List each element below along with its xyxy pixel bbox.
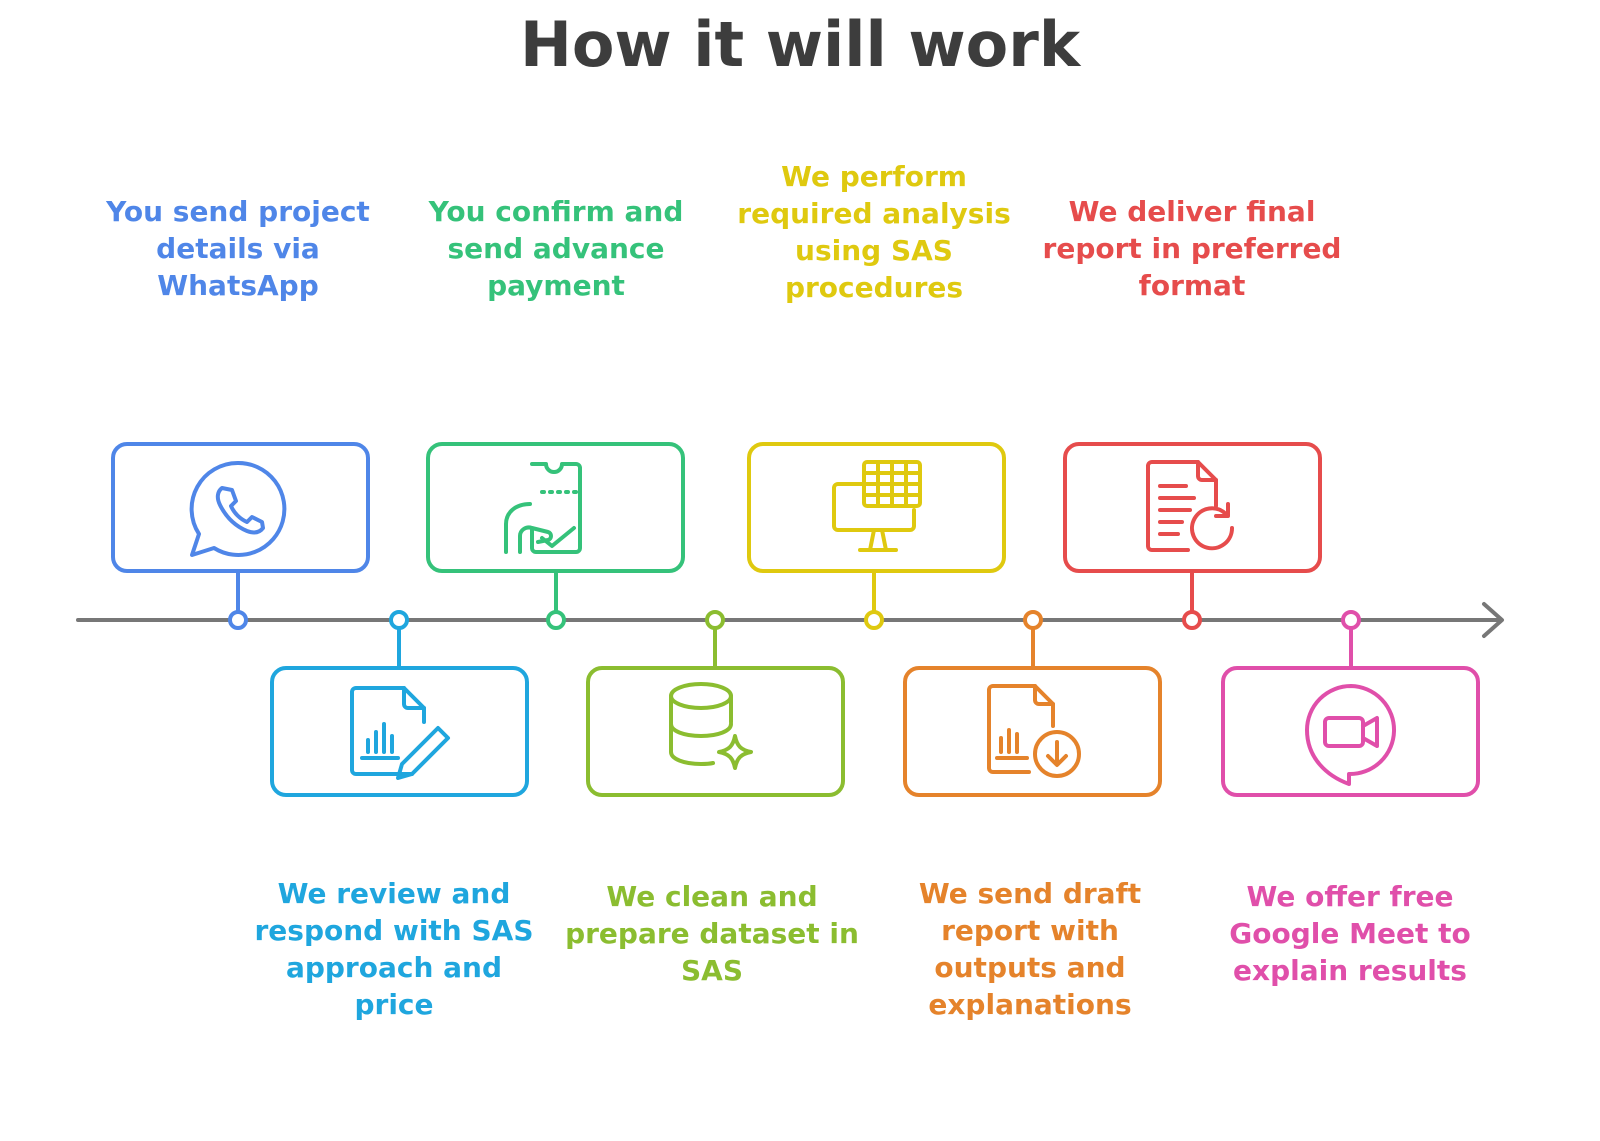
step-6-connector <box>903 610 1162 797</box>
step-1-connector <box>111 442 370 630</box>
step-4-label: We clean and prepare dataset in SAS <box>565 880 859 987</box>
monitor-table-icon <box>816 448 936 568</box>
step-3-connector <box>426 442 685 630</box>
timeline-arrowhead <box>1482 602 1504 638</box>
video-chat-icon <box>1291 672 1411 792</box>
ticket-payment-icon <box>494 448 614 568</box>
document-chart-edit-icon <box>340 672 460 792</box>
step-3-label: You confirm and send advance payment <box>428 195 684 302</box>
step-4-connector <box>586 610 845 797</box>
step-8-label: We offer free Google Meet to explain res… <box>1229 880 1471 987</box>
step-8-connector <box>1221 610 1480 797</box>
whatsapp-icon <box>178 448 298 568</box>
step-2-label: We review and respond with SAS approach … <box>254 877 534 1021</box>
diagram-title: How it will work <box>519 8 1081 81</box>
step-5-label: We perform required analysis using SAS p… <box>737 160 1011 304</box>
document-download-icon <box>973 672 1093 792</box>
step-7-label: We deliver final report in preferred for… <box>1042 195 1342 302</box>
step-1-label: You send project details via WhatsApp <box>106 195 370 302</box>
step-6-label: We send draft report with outputs and ex… <box>918 877 1142 1021</box>
step-2-connector <box>270 610 529 797</box>
document-refresh-icon <box>1132 448 1252 568</box>
database-sparkle-icon <box>655 672 775 792</box>
step-7-connector <box>1063 442 1322 630</box>
